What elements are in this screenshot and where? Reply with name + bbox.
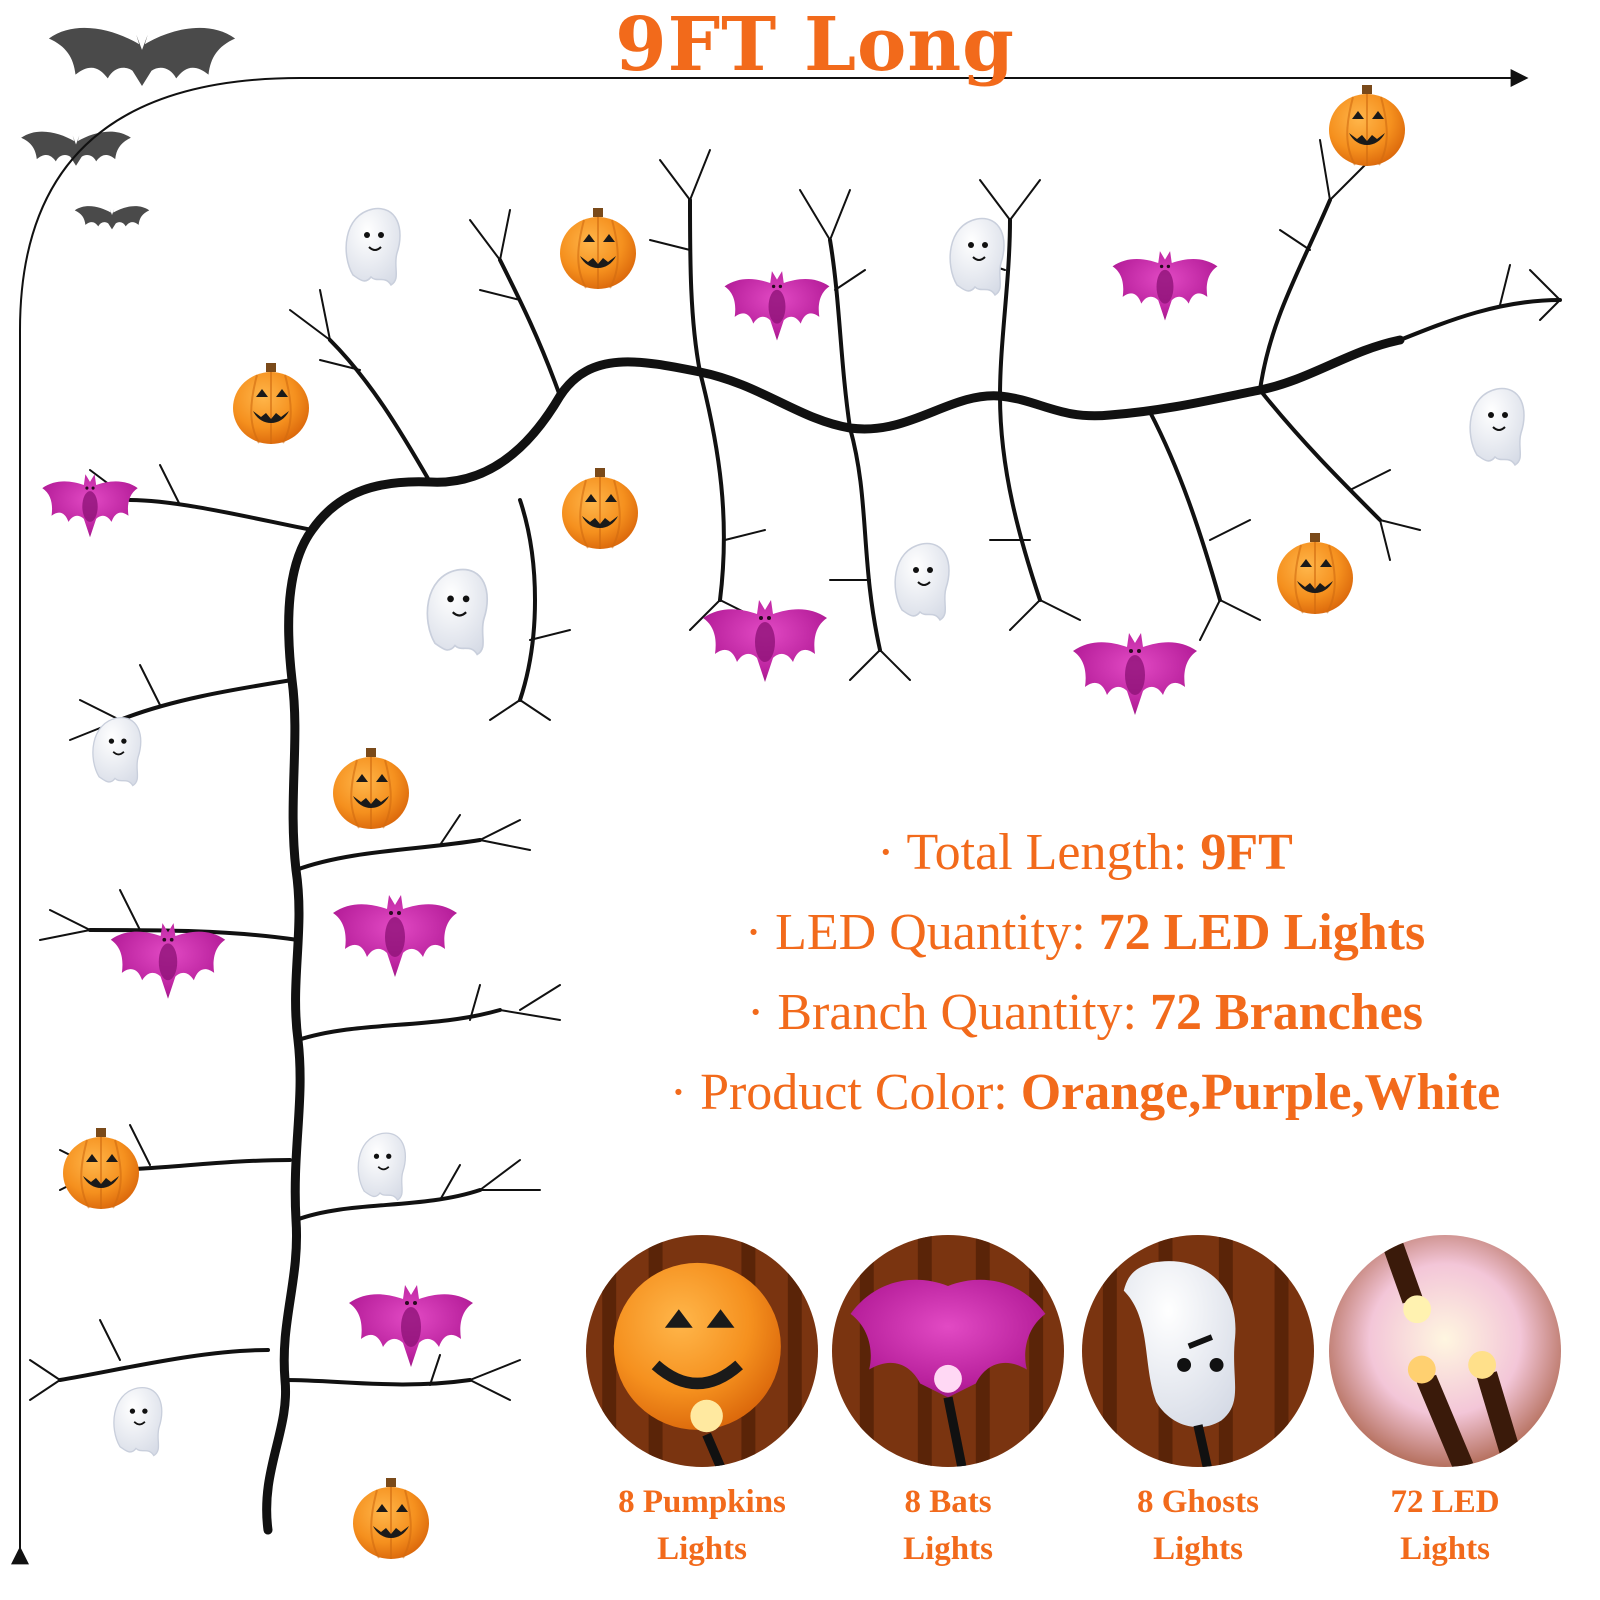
spec-value: 72 Branches — [1149, 984, 1423, 1041]
twigs — [29, 139, 1561, 1401]
spec-branch-quantity: · Branch Quantity: 72 Branches — [600, 978, 1570, 1058]
bullet: · — [747, 984, 765, 1041]
bullet: · — [669, 1064, 688, 1121]
badge-leds: 72 LED Lights — [1325, 1235, 1565, 1573]
spec-label: Total Length: — [906, 824, 1201, 881]
spec-label: LED Quantity: — [775, 904, 1099, 961]
spec-product-color: · Product Color: Orange,Purple,White — [600, 1058, 1570, 1138]
badge-line1: 8 Pumpkins — [618, 1484, 786, 1520]
spec-led-quantity: · LED Quantity: 72 LED Lights — [600, 898, 1570, 978]
bullet: · — [744, 904, 763, 961]
spec-value: Orange,Purple,White — [1020, 1064, 1501, 1121]
bullet: · — [877, 824, 895, 881]
badge-line1: 72 LED — [1390, 1484, 1500, 1520]
spec-label: Branch Quantity: — [777, 984, 1150, 1041]
pumpkin-light-icon — [586, 1235, 818, 1467]
spec-list: · Total Length: 9FT · LED Quantity: 72 L… — [600, 818, 1570, 1138]
badge-line1: 8 Ghosts — [1137, 1484, 1259, 1520]
spec-label: Product Color: — [700, 1064, 1021, 1121]
ghost-light-icon — [1082, 1235, 1314, 1467]
spec-total-length: · Total Length: 9FT — [600, 818, 1570, 898]
spec-value: 72 LED Lights — [1098, 904, 1426, 961]
bat-light-icon — [832, 1235, 1064, 1467]
badge-line2: Lights — [903, 1531, 993, 1567]
spec-value: 9FT — [1200, 824, 1293, 881]
main-branch — [58, 198, 1562, 1535]
badge-ghosts: 8 Ghosts Lights — [1078, 1235, 1318, 1573]
badge-line1: 8 Bats — [904, 1484, 992, 1520]
feature-badges: 8 Pumpkins Lights 8 Bats Lights — [586, 1235, 1595, 1595]
badge-bats: 8 Bats Lights — [828, 1235, 1068, 1573]
badge-line2: Lights — [1153, 1531, 1243, 1567]
title-9ft-long: 9FT Long — [615, 2, 1015, 88]
led-bulb-icon — [1329, 1235, 1561, 1467]
badge-line2: Lights — [657, 1531, 747, 1567]
badge-pumpkins: 8 Pumpkins Lights — [582, 1235, 822, 1573]
badge-line2: Lights — [1400, 1531, 1490, 1567]
length-arrow — [11, 69, 1529, 1565]
